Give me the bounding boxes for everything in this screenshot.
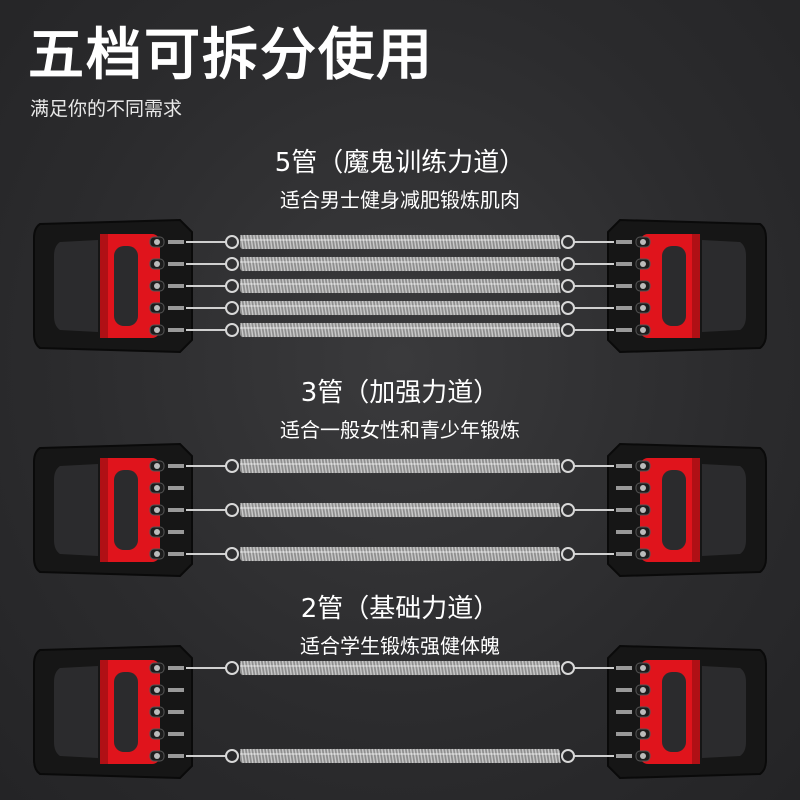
right-handle	[607, 218, 767, 354]
spring	[186, 748, 614, 764]
spring	[186, 502, 614, 518]
spring	[186, 256, 614, 272]
section-title: 2管（基础力道）	[300, 594, 500, 624]
page-title: 五档可拆分使用	[28, 23, 434, 88]
spring	[186, 300, 614, 316]
spring	[186, 660, 614, 676]
section-description: 适合男士健身减肥锻炼肌肉	[280, 188, 520, 212]
right-handle	[607, 442, 767, 578]
chest-expander-3	[0, 440, 800, 580]
section-description: 适合学生锻炼强健体魄	[300, 634, 500, 658]
spring	[186, 234, 614, 250]
left-handle	[33, 442, 193, 578]
left-handle	[33, 644, 193, 780]
spring	[186, 322, 614, 338]
right-handle	[607, 644, 767, 780]
section-title: 3管（加强力道）	[300, 378, 500, 408]
spring	[186, 458, 614, 474]
spring	[186, 278, 614, 294]
left-handle	[33, 218, 193, 354]
spring	[186, 546, 614, 562]
section-title: 5管（魔鬼训练力道）	[274, 148, 526, 178]
chest-expander-5	[0, 216, 800, 356]
chest-expander-2	[0, 642, 800, 782]
section-description: 适合一般女性和青少年锻炼	[280, 418, 520, 442]
page-subtitle: 满足你的不同需求	[30, 98, 183, 120]
